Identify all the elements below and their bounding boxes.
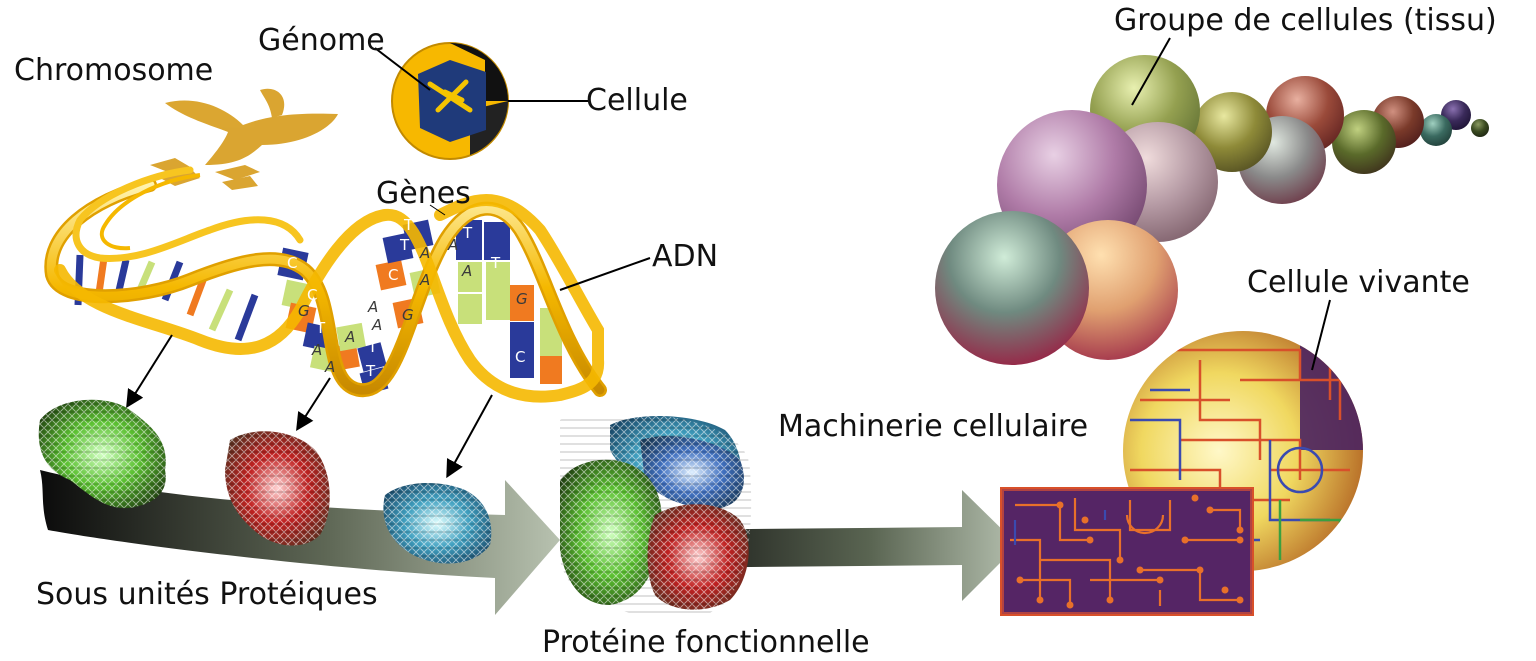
living-cell-leader-line <box>1311 299 1331 371</box>
label-genome: Génome <box>258 23 385 58</box>
gene-to-subunit-arrow <box>446 394 493 479</box>
dna-ribbon-thin-loop <box>99 173 201 251</box>
tissue-spheres <box>935 55 1489 365</box>
base-letter: A <box>371 316 382 334</box>
protein-flow-arrow <box>650 490 1018 601</box>
base-letter: A <box>419 244 430 262</box>
base-letter: T <box>365 362 376 380</box>
base-letter: A <box>367 298 378 316</box>
label-tissue: Groupe de cellules (tissu) <box>1114 3 1497 38</box>
label-chromosome: Chromosome <box>14 53 213 88</box>
label-cellular-machinery: Machinerie cellulaire <box>778 409 1088 444</box>
base-letter: C <box>388 266 398 284</box>
base-letter: A <box>447 236 458 254</box>
base-letter: A <box>324 358 335 376</box>
cell-cutaway-icon <box>391 42 509 160</box>
genome-leader-line <box>374 47 431 91</box>
base-letter: C <box>515 348 525 366</box>
dna-ribbon-upper-loop <box>72 166 304 262</box>
gene-to-subunit-arrow <box>296 377 331 432</box>
dna-base-letters: C C G T A A T C A A G T T A T G C A A A … <box>287 216 528 380</box>
label-cell: Cellule <box>586 83 688 118</box>
label-living-cell: Cellule vivante <box>1247 265 1470 300</box>
base-letter: G <box>298 302 310 320</box>
base-letter: T <box>462 224 473 242</box>
base-letter: A <box>311 341 322 359</box>
protein-subunit-blue <box>383 483 492 564</box>
cellular-machinery-board <box>1000 487 1254 616</box>
protein-subunit-red <box>225 431 330 546</box>
base-letter: G <box>402 306 414 324</box>
label-protein-subunits: Sous unités Protéiques <box>36 577 378 612</box>
base-letter: A <box>344 328 355 346</box>
protein-subunit-green <box>38 399 166 509</box>
dna-helix: C C G T A A T C A A G T T A T G C A A A … <box>44 166 607 403</box>
functional-protein-complex <box>560 412 752 617</box>
base-letter: A <box>419 271 430 289</box>
base-letter: C <box>287 254 297 272</box>
label-dna: ADN <box>652 239 718 274</box>
base-letter: A <box>461 262 472 280</box>
base-letter: T <box>399 236 410 254</box>
label-functional-protein: Protéine fonctionnelle <box>542 625 870 660</box>
base-letter: T <box>315 319 326 337</box>
gene-to-subunit-arrow <box>126 334 173 409</box>
tissue-leader-line <box>1131 37 1171 106</box>
base-letter: T <box>490 254 501 272</box>
base-letter: C <box>307 286 317 304</box>
dna-leader-line <box>559 257 651 291</box>
dna-ribbon-front <box>46 180 605 395</box>
base-letter: T <box>403 216 414 234</box>
label-genes: Gènes <box>376 176 471 211</box>
base-letter: T <box>367 338 378 356</box>
genes-leader-line <box>429 204 446 216</box>
dna-ribbon-second <box>54 194 605 403</box>
base-letter: G <box>516 290 528 308</box>
